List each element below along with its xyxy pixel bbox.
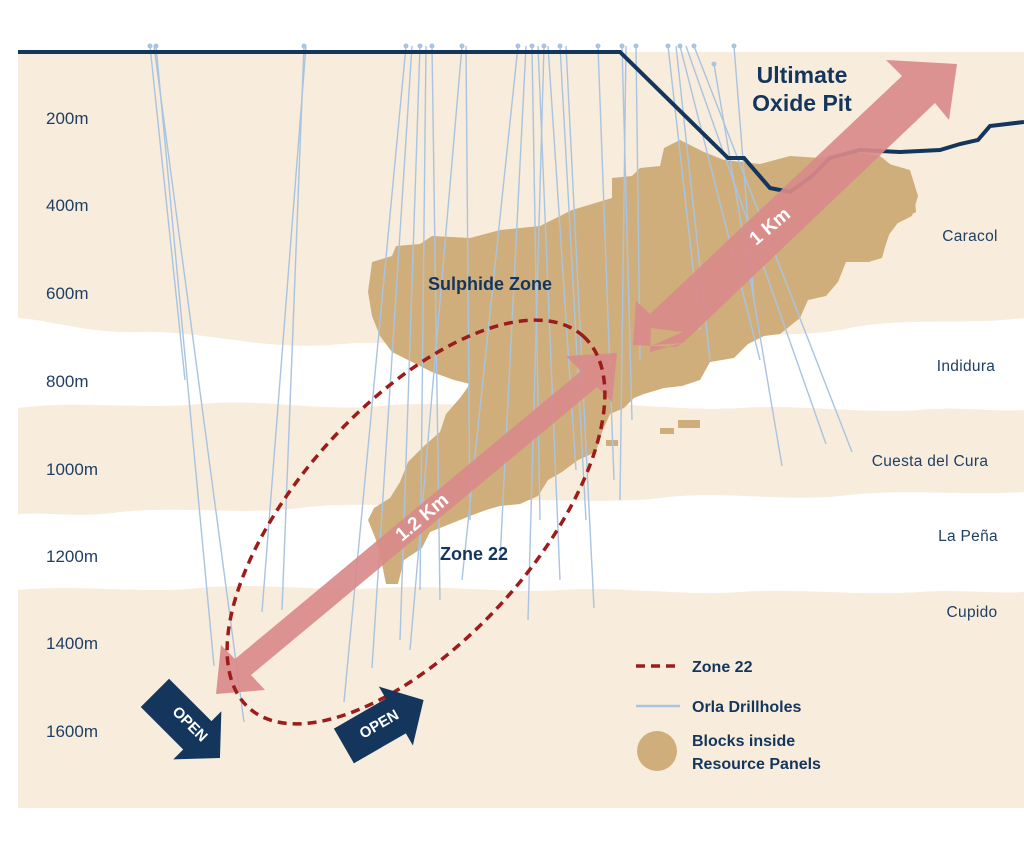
drillhole	[149, 45, 186, 381]
arrow-1-2km	[216, 353, 617, 694]
legend-drillholes-label: Orla Drillholes	[692, 699, 801, 716]
block-fragment	[678, 420, 700, 428]
open-arrow-right	[333, 686, 424, 764]
drillhole-collars	[147, 43, 737, 67]
depth-label: 1000m	[46, 460, 98, 479]
drillhole-collar	[691, 43, 697, 49]
drillholes	[149, 45, 853, 723]
unit-label: Cupido	[947, 604, 998, 621]
drillhole	[499, 45, 527, 561]
zone22-label: Zone 22	[440, 544, 508, 564]
drillhole-collar	[557, 43, 563, 49]
drillhole	[679, 45, 761, 361]
legend-blocks-label-2: Resource Panels	[692, 756, 821, 773]
unit-label: Cuesta del Cura	[872, 453, 989, 470]
unit-label: La Peña	[938, 528, 998, 545]
drillhole	[597, 45, 615, 481]
drillhole-collar	[515, 43, 521, 49]
drillhole-collar	[633, 43, 639, 49]
drillhole	[155, 45, 215, 667]
drillhole	[619, 45, 627, 501]
drillhole-collar	[301, 43, 307, 49]
drillhole-collar	[417, 43, 423, 49]
legend-blocks-swatch	[637, 731, 677, 771]
drillhole-collar	[459, 43, 465, 49]
drillhole-collar	[529, 43, 535, 49]
zone22-ellipse	[225, 318, 607, 726]
drillhole-collar	[595, 43, 601, 49]
extent-arrows	[216, 60, 957, 694]
block-fragment	[660, 428, 674, 434]
depth-label: 1200m	[46, 547, 98, 566]
legend-zone22-label: Zone 22	[692, 659, 753, 676]
drillhole-collar	[153, 43, 159, 49]
drillhole-collar	[677, 43, 683, 49]
depth-label: 1600m	[46, 722, 98, 741]
depth-label: 400m	[46, 196, 89, 215]
arrow-1km	[633, 60, 957, 352]
drillhole	[281, 45, 305, 611]
depth-label: 800m	[46, 372, 89, 391]
drillhole	[343, 45, 407, 703]
drillhole-collar	[147, 43, 153, 49]
pit-label-line2: Oxide Pit	[752, 90, 852, 116]
drillhole	[527, 45, 545, 621]
depth-axis: 200m 400m 600m 800m 1000m 1200m 1400m 1600m	[46, 109, 98, 741]
depth-label: 1400m	[46, 634, 98, 653]
drillhole	[559, 45, 587, 521]
drillhole-collar	[541, 43, 547, 49]
drillhole-collar	[619, 43, 625, 49]
drillhole-collar	[731, 43, 737, 49]
drillhole	[153, 45, 245, 723]
drillhole	[261, 45, 307, 613]
legend-blocks-label-1: Blocks inside	[692, 733, 795, 750]
drillhole-collar	[429, 43, 435, 49]
unit-label: Indidura	[937, 358, 995, 375]
depth-label: 200m	[46, 109, 89, 128]
drillhole	[531, 45, 541, 521]
drillhole-collar	[711, 61, 717, 67]
sulphide-zone-label: Sulphide Zone	[428, 274, 552, 294]
drillhole-collar	[403, 43, 409, 49]
pit-label-line1: Ultimate	[757, 62, 848, 88]
drillhole-collar	[665, 43, 671, 49]
drillhole	[621, 45, 633, 421]
unit-label: Caracol	[942, 228, 998, 245]
legend: Zone 22 Orla Drillholes Blocks inside Re…	[636, 659, 821, 773]
drillhole	[419, 45, 427, 591]
drillhole	[565, 45, 595, 609]
depth-label: 600m	[46, 284, 89, 303]
open-arrow-left	[140, 678, 222, 760]
drillhole	[465, 45, 471, 521]
drillhole	[409, 45, 463, 651]
